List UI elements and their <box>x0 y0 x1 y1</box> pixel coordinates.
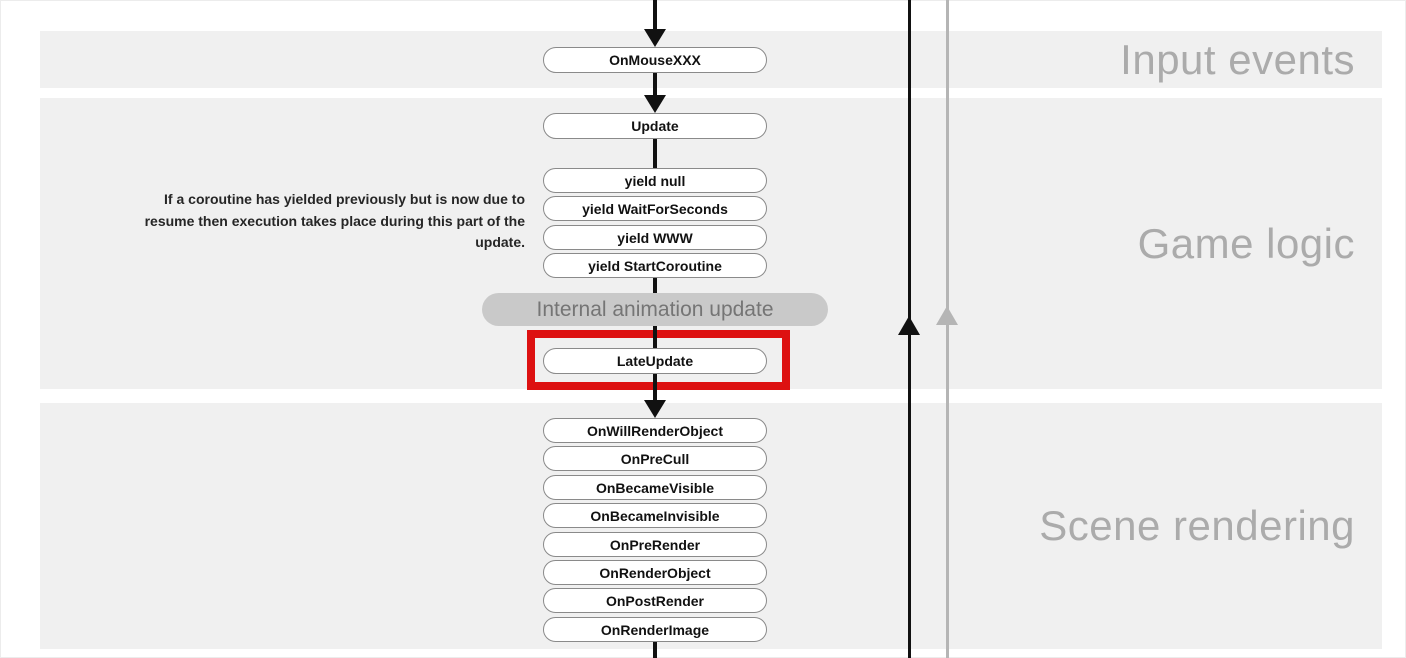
coroutine-note-line: resume then execution takes place during… <box>144 212 525 229</box>
node-onprecull: OnPreCull <box>543 446 767 471</box>
node-onwillrenderobject: OnWillRenderObject <box>543 418 767 443</box>
flow-line <box>653 73 657 97</box>
band-input-events: Input events <box>40 31 1382 88</box>
node-onmousexxx: OnMouseXXX <box>543 47 767 73</box>
node-onrenderobject: OnRenderObject <box>543 560 767 585</box>
up-arrow-icon <box>898 316 920 335</box>
coroutine-note-line: If a coroutine has yielded previously bu… <box>164 191 525 207</box>
down-arrow-icon <box>644 29 666 47</box>
flow-line <box>653 0 657 31</box>
node-lateupdate: LateUpdate <box>543 348 767 374</box>
node-onpostrender: OnPostRender <box>543 588 767 613</box>
flow-line <box>653 139 657 169</box>
band-label-input-events: Input events <box>1120 35 1355 83</box>
node-onrenderimage: OnRenderImage <box>543 617 767 642</box>
node-internal-animation-update: Internal animation update <box>482 293 828 326</box>
node-yield-www: yield WWW <box>543 225 767 250</box>
flow-line <box>653 326 657 349</box>
down-arrow-icon <box>644 400 666 418</box>
flow-line <box>653 642 657 658</box>
node-onprerender: OnPreRender <box>543 532 767 557</box>
secondary-loop-line <box>946 0 949 658</box>
node-yield-waitforseconds: yield WaitForSeconds <box>543 196 767 221</box>
coroutine-note: If a coroutine has yielded previously bu… <box>100 189 525 254</box>
down-arrow-icon <box>644 95 666 113</box>
node-onbecamevisible: OnBecameVisible <box>543 475 767 500</box>
coroutine-note-line: update. <box>475 234 525 250</box>
node-yield-startcoroutine: yield StartCoroutine <box>543 253 767 278</box>
highlight-box <box>527 330 790 390</box>
flow-line <box>653 374 657 401</box>
flow-line <box>653 277 657 294</box>
node-update: Update <box>543 113 767 139</box>
band-label-scene-rendering: Scene rendering <box>1039 502 1355 549</box>
node-yield-null: yield null <box>543 168 767 193</box>
band-label-game-logic: Game logic <box>1137 219 1355 267</box>
up-arrow-gray-icon <box>936 306 958 325</box>
node-onbecameinvisible: OnBecameInvisible <box>543 503 767 528</box>
band-game-logic: Game logic <box>40 98 1382 389</box>
